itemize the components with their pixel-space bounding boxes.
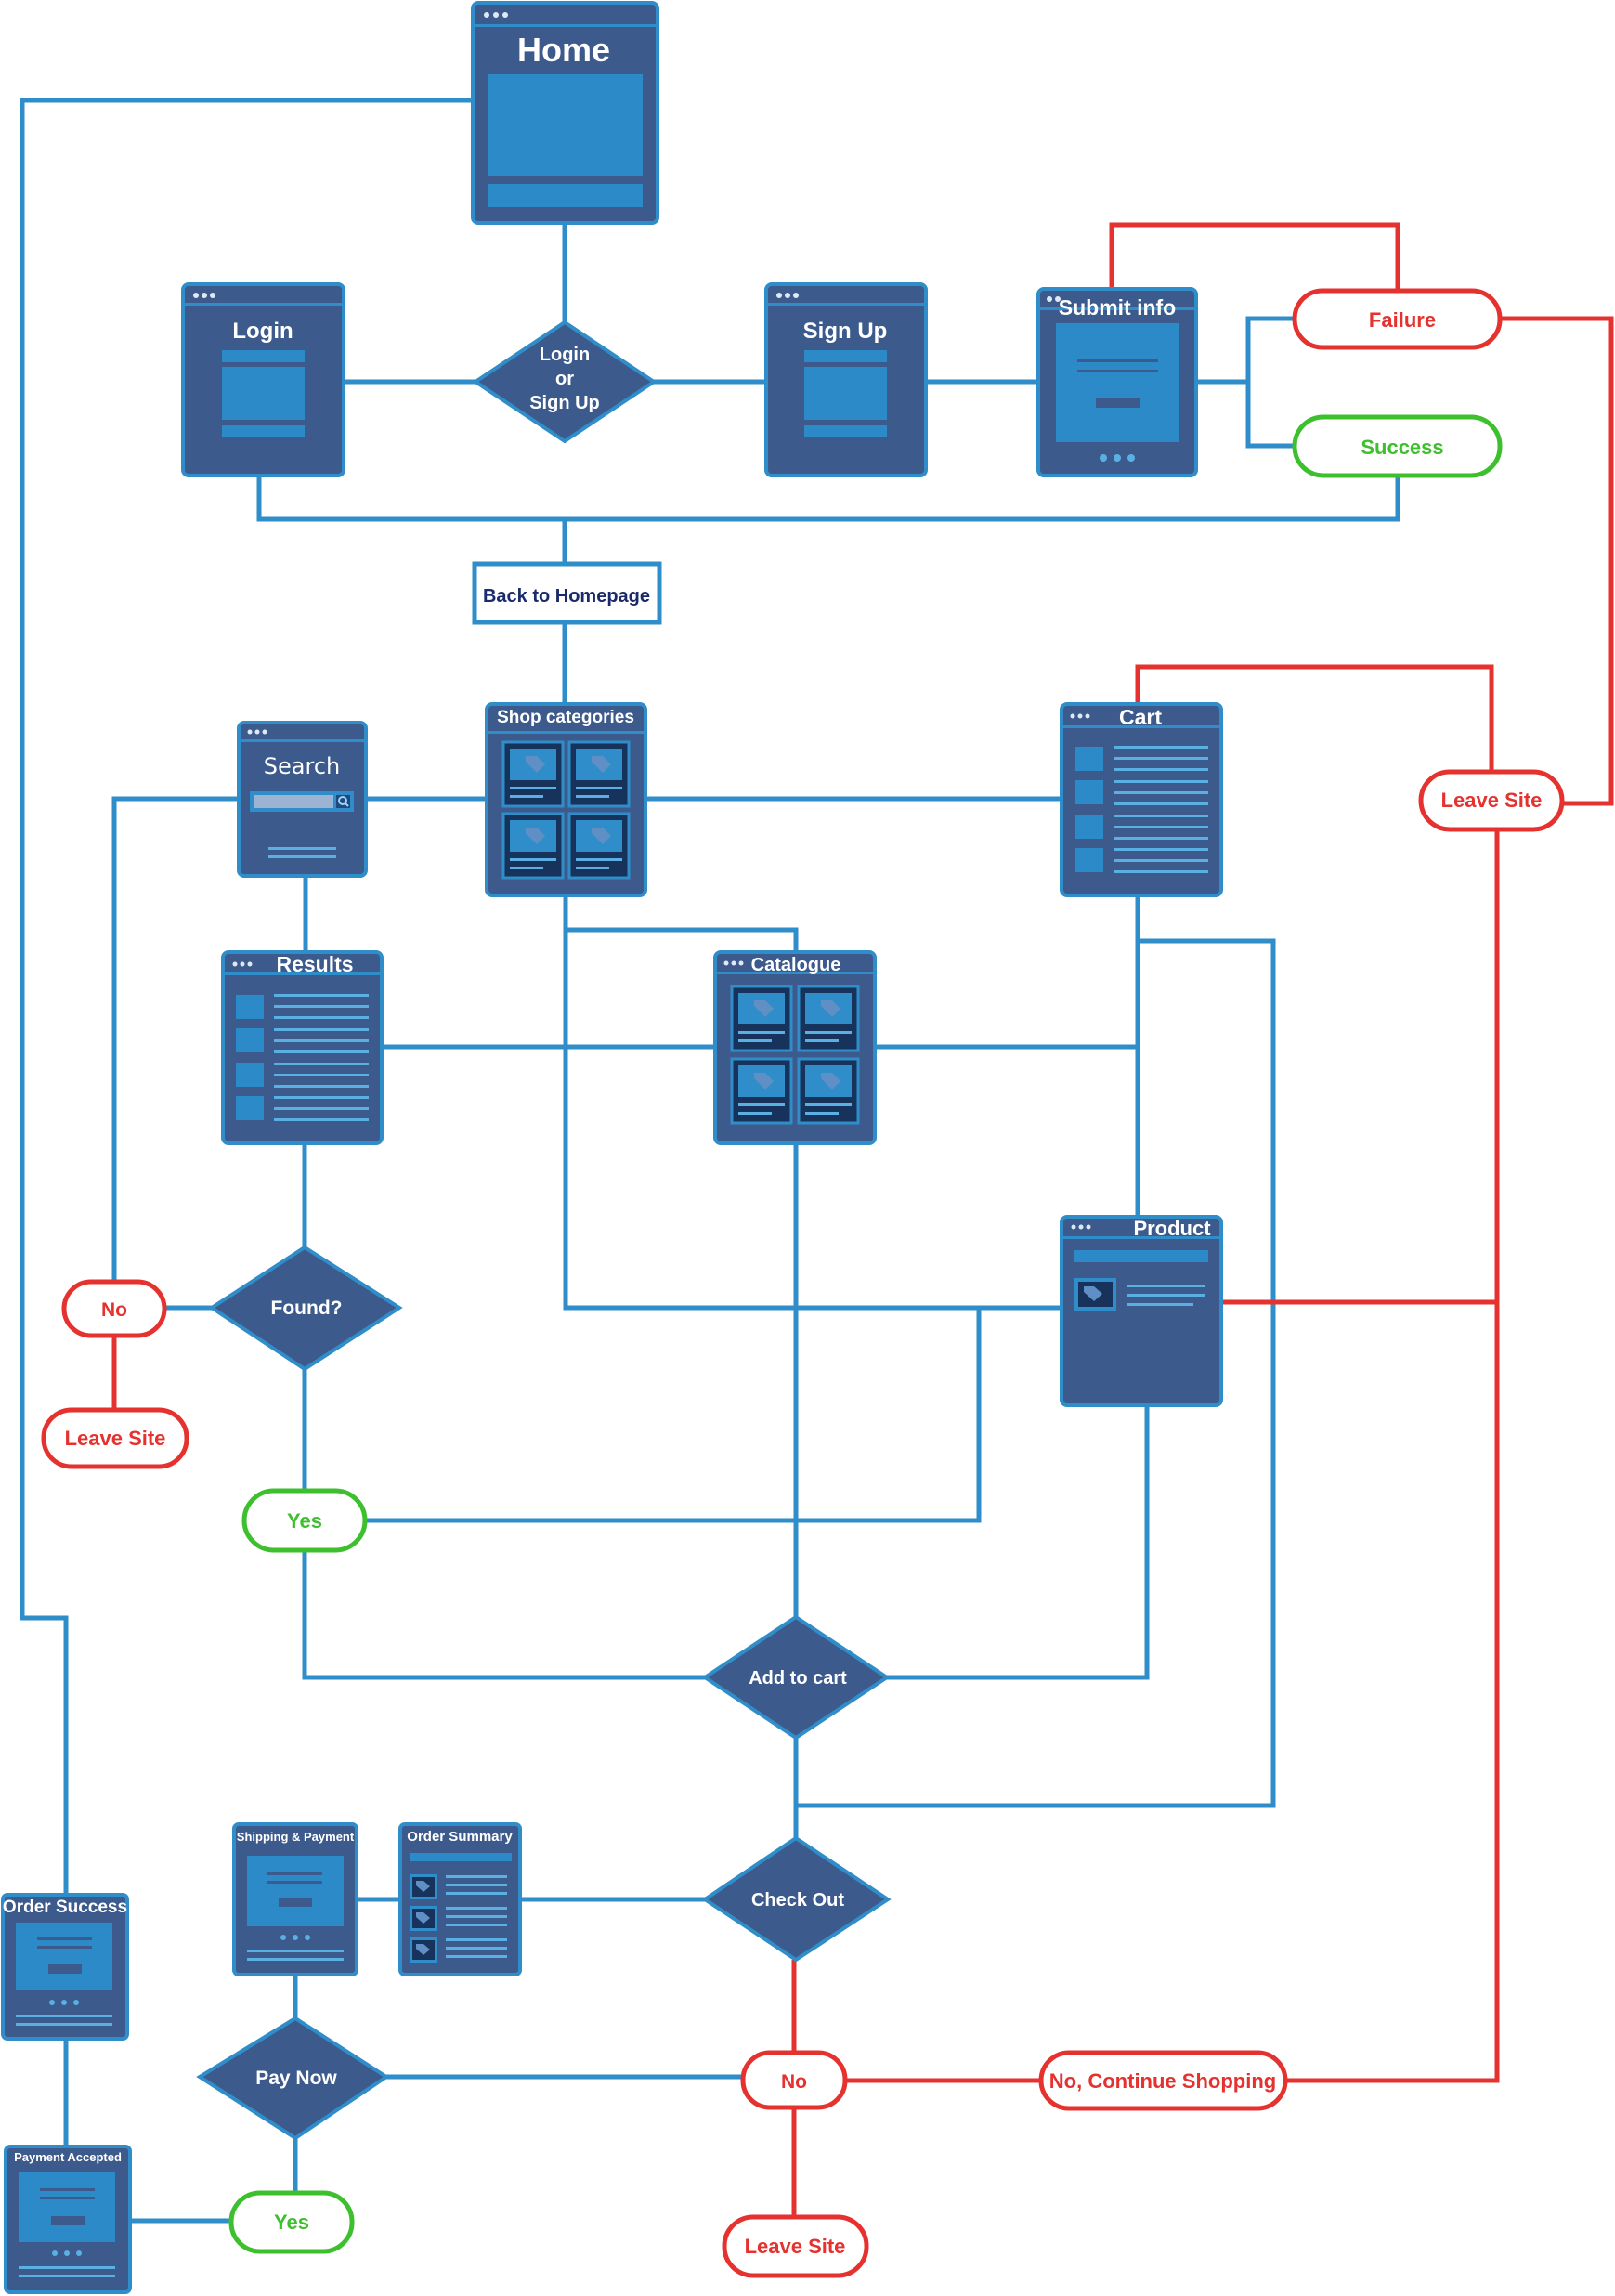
red-connectors	[111, 222, 1614, 2217]
decision-add-to-cart: Add to cart	[701, 1614, 891, 1741]
connector-submit-to-failure	[1109, 222, 1400, 290]
connector-shop-to-catalogue	[563, 895, 799, 952]
back-to-homepage-label: Back to Homepage	[483, 586, 650, 607]
screen-title-results: Results	[276, 952, 353, 976]
screen-shipping-payment: Shipping & Payment	[232, 1822, 358, 1976]
connector-failure-to-leave-site	[1500, 316, 1614, 806]
outcome-no-checkout: No	[740, 2050, 848, 2110]
decision-add-to-cart-label: Add to cart	[749, 1668, 847, 1689]
decision-found: Found?	[208, 1245, 403, 1372]
back-to-homepage-node: Back to Homepage	[472, 561, 662, 625]
tag-icon	[526, 756, 545, 773]
decision-check-out: Check Out	[701, 1835, 892, 1963]
screen-order-success: Order Success	[1, 1893, 129, 2041]
tag-icon	[592, 756, 611, 773]
outcome-success-label: Success	[1361, 436, 1443, 459]
outcome-leave-site-left: Leave Site	[41, 1407, 189, 1469]
outcome-leave-site-bottom: Leave Site	[722, 2214, 869, 2278]
screen-order-summary: Order Summary	[398, 1822, 522, 1976]
screen-shop-categories: Shop categories	[485, 702, 647, 897]
screen-payment-accepted: Payment Accepted	[4, 2145, 132, 2294]
tag-icon	[754, 1000, 774, 1017]
screen-product: Product	[1060, 1215, 1223, 1407]
screen-home: Home	[471, 1, 659, 225]
blue-connectors	[20, 98, 1400, 2224]
outcome-leave-site-left-label: Leave Site	[65, 1427, 166, 1450]
tag-icon	[416, 1881, 430, 1892]
connector-cart-to-checkout-bus	[796, 938, 1276, 1808]
outcome-no-found-label: No	[101, 1299, 127, 1321]
screen-title-product: Product	[1133, 1217, 1211, 1240]
screen-results: Results	[221, 950, 384, 1145]
outcome-leave-site-right: Leave Site	[1418, 769, 1565, 832]
screen-cart: Cart	[1060, 702, 1223, 897]
screen-title-search: Search	[264, 753, 340, 779]
outcome-leave-site-right-label: Leave Site	[1441, 789, 1543, 812]
tag-icon	[592, 828, 611, 844]
screen-title-home: Home	[517, 31, 610, 69]
tag-icon	[754, 1073, 774, 1089]
outcome-failure: Failure	[1292, 288, 1503, 350]
connector-back-home-bus	[256, 476, 1400, 562]
screen-title-payment-accepted: Payment Accepted	[14, 2150, 122, 2164]
screen-sign-up: Sign Up	[764, 282, 928, 477]
decision-pay-now: Pay Now	[196, 2016, 390, 2141]
connector-submit-to-outcomes	[1196, 316, 1295, 449]
connector-shop-to-product	[563, 930, 1061, 1311]
screen-title-order-summary: Order Summary	[407, 1829, 513, 1845]
outcome-no-found: No	[61, 1279, 167, 1338]
screen-title-login: Login	[232, 319, 293, 344]
tag-icon	[821, 1000, 840, 1017]
screen-title-catalogue: Catalogue	[751, 955, 841, 975]
screen-title-order-success: Order Success	[3, 1898, 127, 1917]
connector-yes-to-add-to-cart	[302, 1550, 705, 1680]
decision-line-3: Sign Up	[529, 393, 600, 413]
screen-title-shop-categories: Shop categories	[497, 708, 634, 727]
tag-icon	[1084, 1286, 1102, 1301]
tag-icon	[416, 1944, 430, 1955]
screen-title-submit-info: Submit info	[1059, 295, 1176, 320]
connector-leave-site-to-continue	[1285, 829, 1500, 2083]
outcome-yes-found: Yes	[241, 1488, 368, 1553]
category-grid	[501, 740, 631, 880]
outcome-no-continue-shopping: No, Continue Shopping	[1038, 2050, 1288, 2111]
screen-title-sign-up: Sign Up	[803, 319, 888, 344]
outcome-yes-pay-label: Yes	[274, 2211, 309, 2234]
outcome-success: Success	[1292, 414, 1503, 478]
connector-search-to-no	[111, 796, 239, 1284]
connector-home-to-order-success	[20, 98, 473, 1895]
decision-pay-now-label: Pay Now	[255, 2068, 337, 2089]
outcome-no-continue-shopping-label: No, Continue Shopping	[1049, 2069, 1276, 2093]
screen-submit-info: Submit info	[1036, 287, 1198, 477]
outcome-failure-label: Failure	[1369, 308, 1436, 332]
tag-icon	[821, 1073, 840, 1089]
search-icon	[338, 796, 349, 807]
tag-icon	[526, 828, 545, 844]
connector-yes-to-product	[365, 1308, 982, 1523]
decision-line-1: Login	[540, 345, 590, 365]
decision-login-or-signup: Login or Sign Up	[472, 320, 658, 444]
outcome-no-checkout-label: No	[781, 2071, 807, 2093]
decision-check-out-label: Check Out	[751, 1890, 844, 1911]
screen-login: Login	[181, 282, 345, 477]
connector-cart-to-leave-site	[1135, 664, 1494, 772]
connector-product-to-add-to-cart	[887, 1405, 1150, 1680]
screen-catalogue: Catalogue	[713, 950, 877, 1145]
tag-icon	[416, 1912, 430, 1924]
decision-found-label: Found?	[271, 1298, 343, 1319]
outcome-yes-found-label: Yes	[287, 1509, 322, 1533]
screen-search: Search	[237, 721, 368, 878]
decision-line-2: or	[555, 369, 574, 389]
screen-title-shipping-payment: Shipping & Payment	[237, 1830, 355, 1844]
screen-title-cart: Cart	[1119, 705, 1162, 729]
outcome-yes-pay: Yes	[228, 2190, 355, 2254]
outcome-leave-site-bottom-label: Leave Site	[745, 2235, 846, 2258]
